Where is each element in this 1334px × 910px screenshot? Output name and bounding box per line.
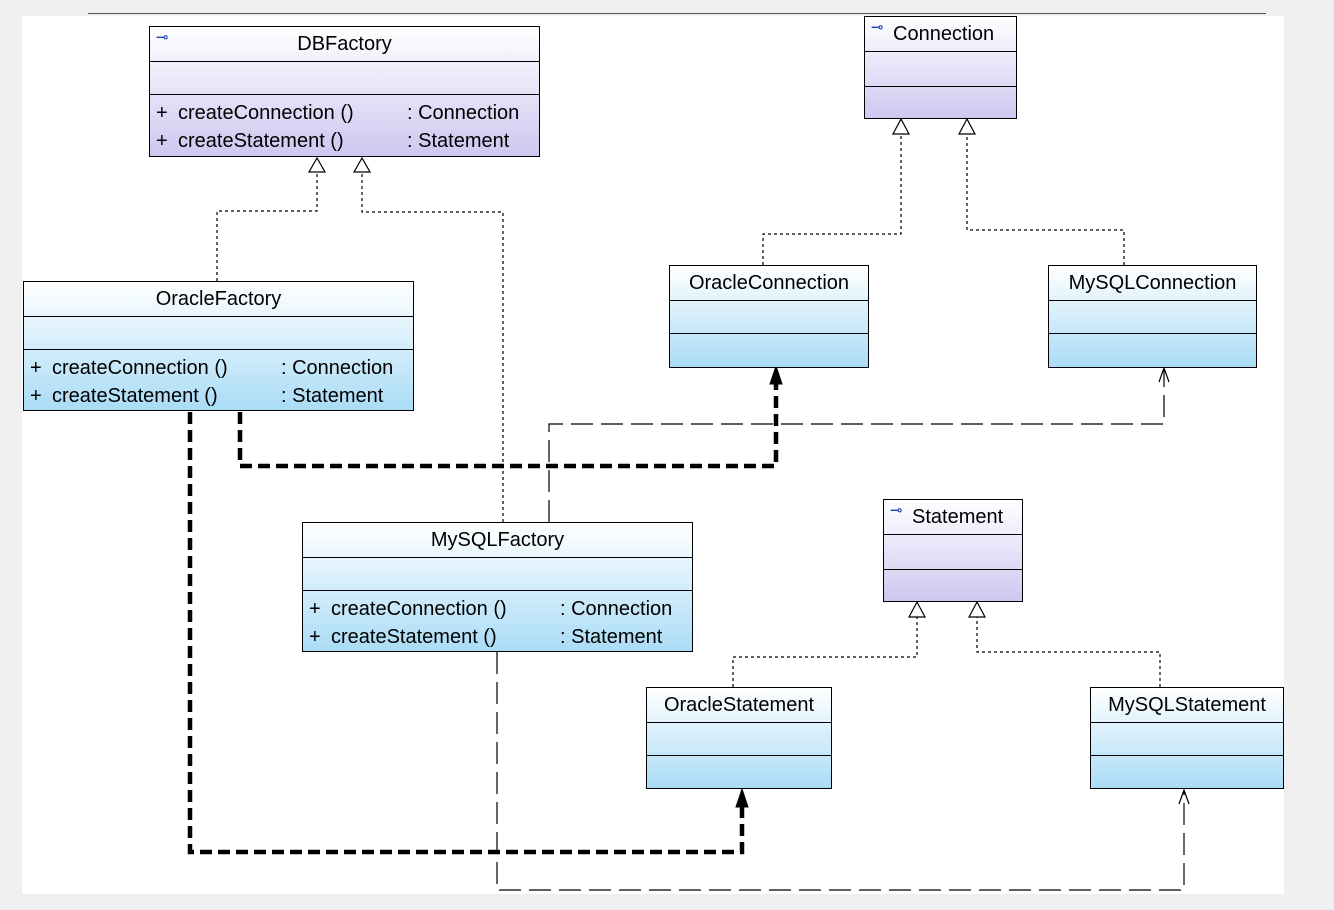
- realization-oraclestatement-statement: [732, 617, 918, 687]
- class-name: DBFactory: [297, 33, 392, 55]
- attributes-compartment: [1091, 723, 1283, 756]
- dbfactory-class[interactable]: ⊸ DBFactory +createConnection (): Connec…: [149, 26, 540, 157]
- realization-oracleconnection-connection: [762, 134, 902, 265]
- attributes-compartment: [865, 52, 1016, 87]
- operation-row: +createConnection (): Connection: [156, 102, 520, 124]
- dependency-arrowhead: [1158, 366, 1170, 383]
- operations-compartment: +createConnection (): Connection +create…: [150, 95, 539, 156]
- realization-arrowhead: [352, 156, 372, 173]
- attributes-compartment: [150, 62, 539, 95]
- oraclefactory-class[interactable]: OracleFactory +createConnection (): Conn…: [23, 281, 414, 411]
- dependency-arrowhead: [769, 364, 783, 385]
- operations-compartment: [1091, 756, 1283, 788]
- operation-row: +createConnection (): Connection: [30, 357, 394, 379]
- connection-interface[interactable]: ⊸ Connection: [864, 16, 1017, 119]
- oraclestatement-class[interactable]: OracleStatement: [646, 687, 832, 789]
- operations-compartment: [670, 334, 868, 367]
- mysqlstatement-class[interactable]: MySQLStatement: [1090, 687, 1284, 789]
- operations-compartment: [647, 756, 831, 788]
- operation-row: +createConnection (): Connection: [309, 598, 673, 620]
- operation-row: +createStatement (): Statement: [309, 626, 663, 648]
- statement-interface[interactable]: ⊸ Statement: [883, 499, 1023, 602]
- dependency-mysqlfactory-mysqlstatement: [496, 652, 1185, 891]
- class-name: OracleStatement: [663, 694, 815, 716]
- dependency-oraclefactory-oracleconnection: [237, 380, 779, 469]
- class-name: MySQLConnection: [1068, 272, 1237, 294]
- realization-arrowhead: [958, 117, 976, 135]
- realization-arrowhead: [892, 117, 910, 135]
- dependency-arrowhead: [735, 787, 749, 808]
- operations-compartment: [1049, 334, 1256, 367]
- realization-mysqlstatement-statement: [976, 617, 1161, 687]
- realization-mysqlfactory-dbfactory: [361, 172, 504, 522]
- mysqlconnection-class[interactable]: MySQLConnection: [1048, 265, 1257, 368]
- attributes-compartment: [670, 301, 868, 334]
- attributes-compartment: [1049, 301, 1256, 334]
- interface-lollipop-icon: ⊸: [871, 19, 884, 36]
- class-name: Connection: [893, 23, 995, 45]
- operations-compartment: +createConnection (): Connection +create…: [303, 591, 692, 651]
- operations-compartment: +createConnection (): Connection +create…: [24, 350, 413, 410]
- realization-arrowhead: [307, 156, 327, 173]
- mysqlfactory-class[interactable]: MySQLFactory +createConnection (): Conne…: [302, 522, 693, 652]
- attributes-compartment: [884, 535, 1022, 570]
- class-name: Statement: [912, 506, 1004, 528]
- operations-compartment: [884, 570, 1022, 601]
- interface-lollipop-icon: ⊸: [156, 29, 169, 46]
- dependency-oraclefactory-oraclestatement: [187, 412, 745, 855]
- operation-row: +createStatement (): Statement: [30, 385, 384, 407]
- class-name: MySQLStatement: [1108, 694, 1266, 716]
- operations-compartment: [865, 87, 1016, 118]
- realization-arrowhead: [908, 600, 926, 618]
- dependency-mysqlfactory-mysqlconnection: [548, 370, 1165, 522]
- attributes-compartment: [303, 558, 692, 591]
- oracleconnection-class[interactable]: OracleConnection: [669, 265, 869, 368]
- interface-lollipop-icon: ⊸: [890, 502, 903, 519]
- attributes-compartment: [24, 317, 413, 350]
- realization-arrowhead: [968, 600, 986, 618]
- class-name: OracleConnection: [688, 272, 850, 294]
- operation-row: +createStatement (): Statement: [156, 130, 510, 152]
- dependency-arrowhead: [1178, 788, 1190, 805]
- realization-mysqlconnection-connection: [966, 134, 1125, 265]
- attributes-compartment: [647, 723, 831, 756]
- class-name: OracleFactory: [155, 288, 282, 310]
- class-name: MySQLFactory: [430, 529, 565, 551]
- top-divider: [88, 13, 1266, 14]
- realization-oraclefactory-dbfactory: [216, 172, 318, 281]
